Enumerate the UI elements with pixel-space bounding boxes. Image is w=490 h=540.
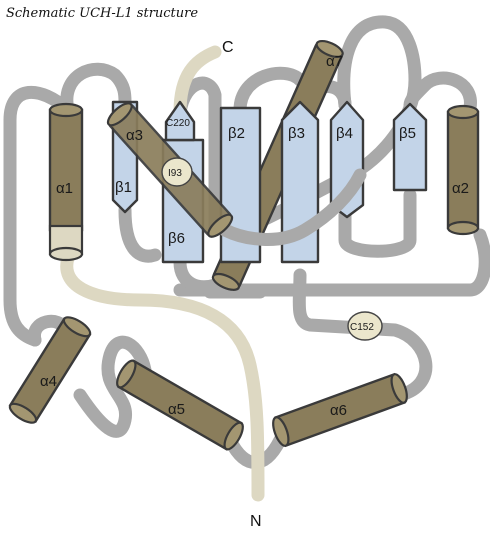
helix-a2 <box>446 104 480 236</box>
strand-b6-tip <box>164 100 196 142</box>
label-b6: β6 <box>168 230 185 247</box>
loop-b4-b5 <box>338 188 417 258</box>
label-b2: β2 <box>228 125 245 142</box>
loop-a6-c152 <box>292 268 433 402</box>
label-c152: C152 <box>350 322 374 333</box>
label-a6: α6 <box>330 402 347 419</box>
residue-i93-marker <box>161 157 193 187</box>
helix-a1 <box>48 102 84 262</box>
loop-b1-bottom <box>118 203 162 263</box>
label-a3: α3 <box>126 127 143 144</box>
label-a5: α5 <box>168 401 185 418</box>
loop-a4-a5 <box>73 335 152 438</box>
loop-front-cross <box>218 168 367 246</box>
label-a1: α1 <box>56 180 73 197</box>
diagram-title: Schematic UCH-L1 structure <box>6 6 199 21</box>
label-c220: C220 <box>166 118 190 129</box>
loop-b6-bottom <box>173 255 222 294</box>
strand-b5 <box>392 102 428 192</box>
n-terminus-path <box>60 251 265 502</box>
label-a7: α7 <box>326 53 343 70</box>
label-c-terminus: C <box>222 39 234 56</box>
label-a2: α2 <box>452 180 469 197</box>
helix-a4 <box>8 316 92 424</box>
loop-b2-b3 <box>233 66 307 117</box>
residues <box>161 157 383 341</box>
label-b3: β3 <box>288 125 305 142</box>
label-n-terminus: N <box>250 513 262 530</box>
labels: C N α1 α2 α3 α4 α5 α6 α7 β1 β2 β3 β4 β5 … <box>40 39 469 530</box>
residue-c152-marker <box>347 311 383 341</box>
loop-a1-a4 <box>3 85 75 347</box>
label-a4: α4 <box>40 373 57 390</box>
label-b5: β5 <box>399 125 416 142</box>
label-i93: I93 <box>168 168 182 179</box>
helix-a6 <box>272 372 408 448</box>
loop-top-left <box>60 62 132 117</box>
loop-under-sheet <box>173 228 490 297</box>
label-b4: β4 <box>336 125 353 142</box>
helix-a5 <box>116 359 244 451</box>
label-b1: β1 <box>115 179 132 196</box>
